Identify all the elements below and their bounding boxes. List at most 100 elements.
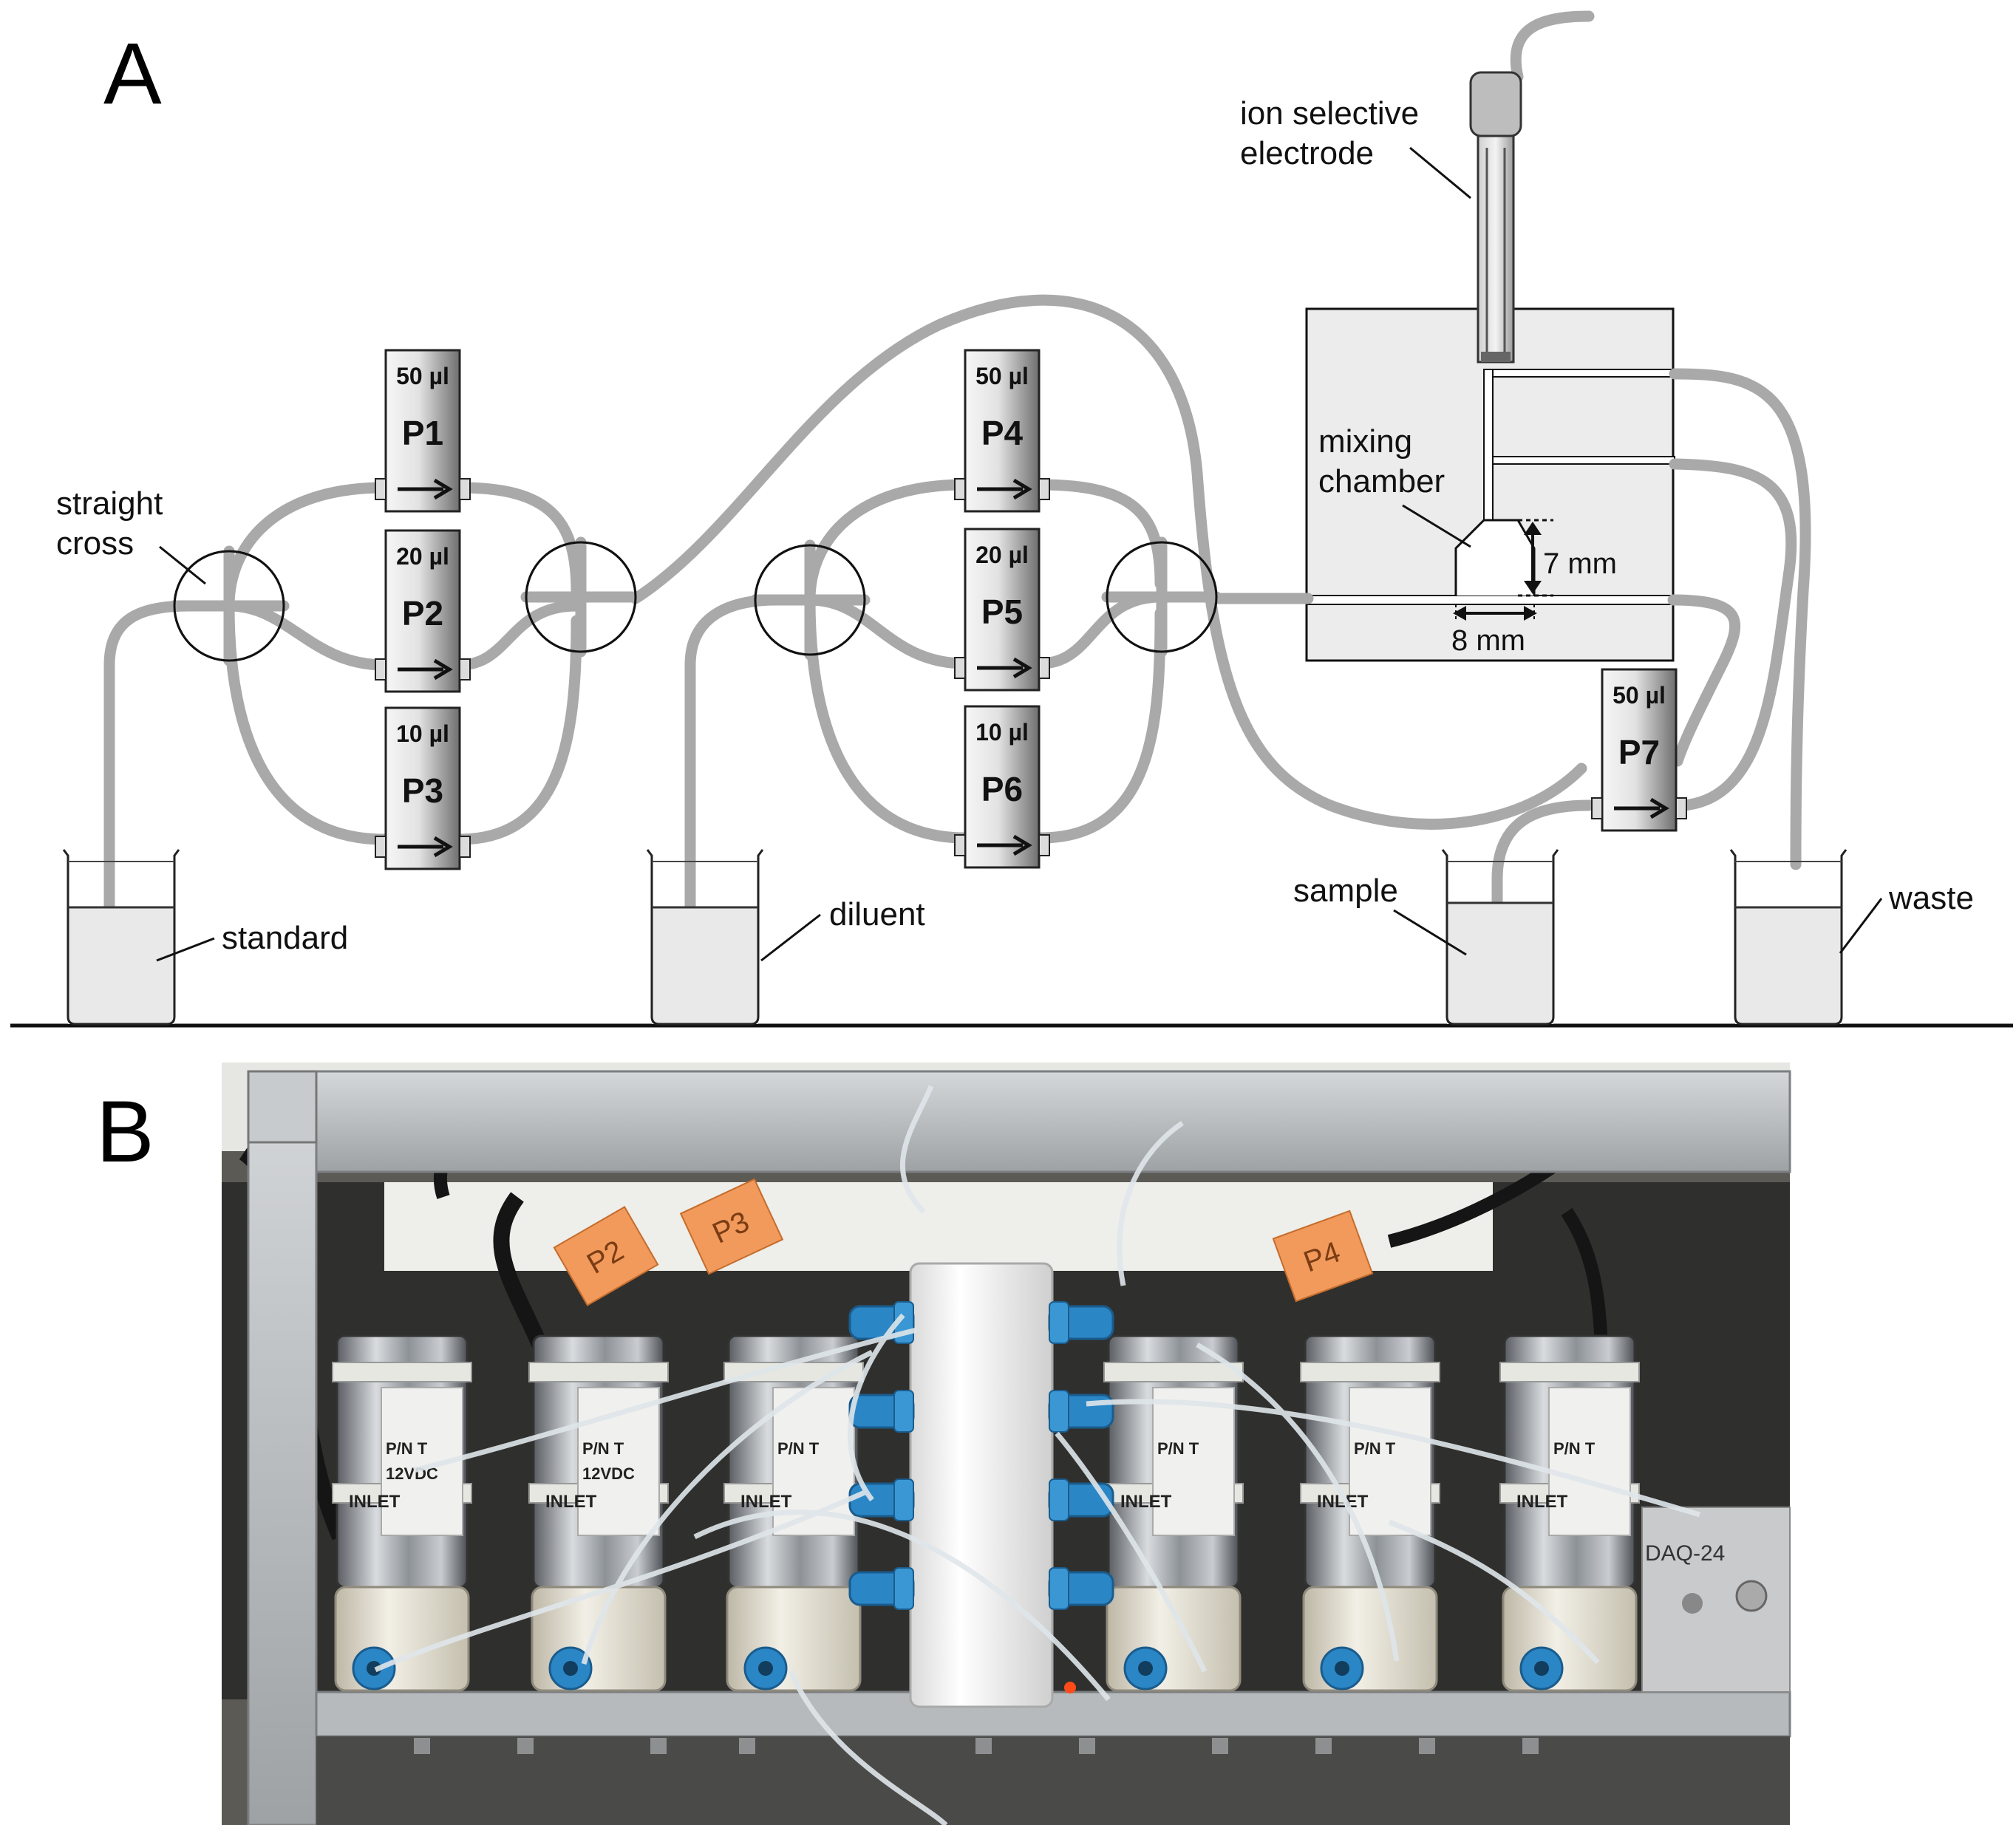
status-led bbox=[1064, 1682, 1076, 1693]
photo: ELAK TRODA DAQ-2 bbox=[222, 1062, 1791, 1825]
diluent-label: diluent bbox=[829, 896, 925, 932]
pump-name-label: P4 bbox=[981, 414, 1024, 452]
straight-cross-label-line2: cross bbox=[56, 525, 134, 562]
fitting-layer bbox=[848, 1301, 1114, 1610]
daq-board-label: DAQ-24 bbox=[1645, 1541, 1725, 1566]
diluent-leader bbox=[760, 913, 821, 962]
pump-outlet-port bbox=[1038, 478, 1050, 500]
valve-label-sticker bbox=[577, 1387, 660, 1536]
orange-tag: P3 bbox=[679, 1178, 784, 1275]
manifold-fitting bbox=[848, 1478, 915, 1521]
detection-block: 7 mm 8 mm bbox=[1305, 307, 1675, 662]
pump-volume-label: 50 µl bbox=[396, 363, 449, 389]
pump-inlet-port bbox=[954, 834, 966, 856]
pump-outlet-port bbox=[459, 658, 471, 680]
valve-part-number: P/N T bbox=[1354, 1439, 1396, 1458]
pump-p2: 20 µl P2 bbox=[375, 529, 471, 693]
beaker-standard bbox=[62, 849, 180, 1026]
frame-left-post bbox=[247, 1070, 318, 1825]
solenoid-valve: P/N T INLET bbox=[1103, 1334, 1244, 1692]
pump-name-label: P3 bbox=[402, 771, 443, 810]
straight-cross-4 bbox=[1101, 536, 1222, 658]
beaker-waste bbox=[1729, 849, 1848, 1026]
manifold-fitting bbox=[1048, 1301, 1114, 1344]
straight-cross-2 bbox=[520, 536, 641, 658]
beaker-sample bbox=[1441, 849, 1559, 1026]
panel-a: A 7 mm 8 mm bbox=[10, 10, 2013, 1028]
pump-p6: 10 µl P6 bbox=[954, 705, 1050, 869]
valve-label-sticker bbox=[1349, 1387, 1431, 1536]
pump-outlet-port bbox=[1038, 834, 1050, 856]
pump-p3: 10 µl P3 bbox=[375, 706, 471, 870]
straight-cross-leader bbox=[159, 545, 206, 585]
pump-volume-label: 20 µl bbox=[975, 542, 1029, 568]
ion-selective-electrode bbox=[1469, 10, 1595, 364]
pump-outlet-port bbox=[459, 478, 471, 500]
manifold-fitting bbox=[848, 1390, 915, 1433]
pump-layer: 50 µl P1 20 µl P2 10 µl P3 50 µl P4 20 µl P5 10 µl… bbox=[375, 349, 1687, 870]
pump-volume-label: 50 µl bbox=[975, 363, 1029, 389]
electrode-leader bbox=[1409, 146, 1471, 199]
panel-b: B ELAK TRODA bbox=[96, 1062, 1791, 1825]
straight-cross-label-line1: straight bbox=[56, 485, 163, 522]
valve-part-number: P/N T bbox=[1157, 1439, 1199, 1458]
orange-tag: P4 bbox=[1272, 1210, 1374, 1303]
height-dimension-label: 7 mm bbox=[1543, 548, 1617, 580]
manifold-block bbox=[909, 1262, 1054, 1708]
mixing-chamber-leader bbox=[1402, 504, 1471, 548]
pump-inlet-port bbox=[375, 836, 386, 858]
straight-cross-3 bbox=[749, 539, 871, 661]
frame-top-rail bbox=[247, 1070, 1791, 1173]
solenoid-valve: P/N T INLET 12VDC bbox=[528, 1334, 669, 1692]
manifold-fitting bbox=[1048, 1567, 1114, 1610]
valve-inlet-label: INLET bbox=[1516, 1492, 1568, 1512]
pump-inlet-port bbox=[1591, 797, 1603, 819]
standard-leader bbox=[156, 937, 215, 962]
pump-p4: 50 µl P4 bbox=[954, 349, 1050, 513]
pump-volume-label: 10 µl bbox=[975, 719, 1029, 746]
pump-name-label: P1 bbox=[402, 414, 443, 452]
clear-tubing bbox=[374, 1085, 1701, 1825]
straight-cross-1 bbox=[168, 545, 290, 666]
pump-volume-label: 20 µl bbox=[396, 543, 449, 570]
pump-volume-label: 50 µl bbox=[1613, 682, 1666, 709]
manifold-fitting bbox=[848, 1567, 915, 1610]
pump-name-label: P2 bbox=[402, 594, 443, 632]
pump-outlet-port bbox=[1038, 657, 1050, 679]
manifold-fitting bbox=[1048, 1390, 1114, 1433]
panel-a-label: A bbox=[103, 25, 162, 123]
valve-inlet-label: INLET bbox=[740, 1492, 792, 1512]
pump-name-label: P6 bbox=[981, 770, 1023, 808]
valve-label-sticker bbox=[1548, 1387, 1631, 1536]
valve-part-number: P/N T bbox=[1553, 1439, 1596, 1458]
valve-voltage: 12VDC bbox=[582, 1464, 635, 1483]
solenoid-valve: P/N T INLET bbox=[723, 1334, 864, 1692]
valve-inlet-label: INLET bbox=[545, 1492, 597, 1512]
sample-leader bbox=[1393, 909, 1467, 956]
electrode-label-line2: electrode bbox=[1240, 135, 1374, 171]
valve-inlet-label: INLET bbox=[1120, 1492, 1172, 1512]
waste-leader bbox=[1839, 898, 1883, 954]
solenoid-valve: P/N T INLET bbox=[1499, 1334, 1640, 1692]
pump-volume-label: 10 µl bbox=[396, 720, 449, 747]
valve-part-number: P/N T bbox=[582, 1439, 624, 1458]
beaker-diluent bbox=[646, 849, 764, 1026]
pump-p5: 20 µl P5 bbox=[954, 528, 1050, 692]
valve-label-sticker bbox=[1152, 1387, 1235, 1536]
pump-outlet-port bbox=[459, 836, 471, 858]
mixing-chamber-label-line2: chamber bbox=[1318, 463, 1445, 499]
valve-part-number: P/N T bbox=[777, 1439, 820, 1458]
pump-name-label: P5 bbox=[981, 593, 1023, 631]
manifold-fitting bbox=[1048, 1478, 1114, 1521]
standard-label: standard bbox=[222, 920, 348, 956]
sample-label: sample bbox=[1293, 873, 1398, 909]
beaker-layer bbox=[62, 849, 1848, 1026]
electrode-label-line1: ion selective bbox=[1240, 95, 1419, 132]
valve-inlet-label: INLET bbox=[349, 1492, 401, 1512]
